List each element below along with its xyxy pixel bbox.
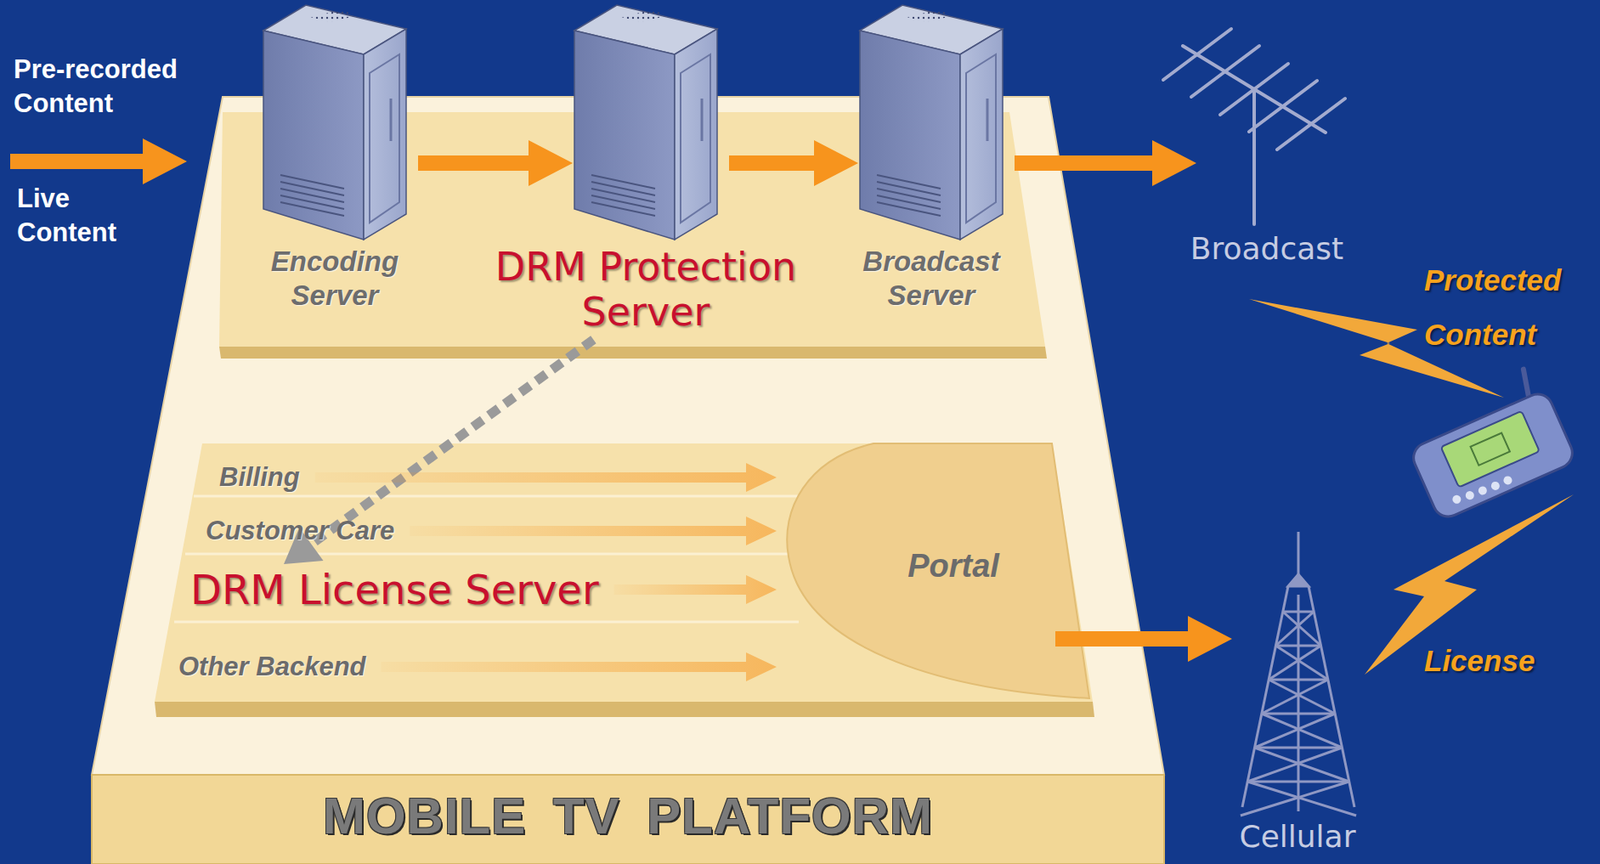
backend-row: Other Backend bbox=[169, 648, 375, 686]
backend-row: Billing bbox=[210, 458, 309, 497]
input-arrow bbox=[10, 138, 187, 185]
server-node: DRM Protection Server bbox=[574, 5, 718, 240]
server-node: Encoding Server bbox=[263, 5, 407, 240]
cellular-site: Cellular bbox=[1233, 530, 1362, 816]
site-label: Broadcast bbox=[1190, 231, 1344, 266]
row-label: Customer Care bbox=[205, 515, 395, 547]
input-label: Live Content bbox=[16, 181, 153, 251]
row-label: DRM License Server bbox=[190, 565, 600, 614]
server-icon bbox=[859, 5, 1003, 240]
flow-arrow bbox=[1014, 140, 1197, 187]
server-label: Encoding Server bbox=[249, 244, 420, 312]
tray-bottom-edge bbox=[154, 701, 1095, 718]
portal-node: Portal bbox=[785, 443, 1052, 702]
flow-arrow bbox=[614, 575, 777, 605]
platform-band: MOBILE TV PLATFORM Encoding Server DRM Pro… bbox=[91, 96, 1165, 864]
portal-label: Portal bbox=[907, 548, 1000, 585]
portal-shape bbox=[786, 443, 1090, 699]
input-label: Pre-recorded Content bbox=[13, 52, 218, 122]
backend-row: DRM License Server bbox=[181, 562, 608, 617]
link-label: Protected Content bbox=[1424, 253, 1595, 362]
server-icon bbox=[574, 5, 718, 240]
broadcast-site: Broadcast bbox=[1198, 18, 1336, 228]
backend-row: Customer Care bbox=[197, 512, 403, 550]
tray-bottom bbox=[154, 443, 1093, 702]
server-label: DRM Protection Server bbox=[458, 244, 833, 335]
flow-arrow bbox=[315, 463, 777, 492]
flow-arrow bbox=[418, 140, 573, 187]
platform-title: MOBILE TV PLATFORM bbox=[91, 786, 1165, 846]
server-icon bbox=[263, 5, 407, 240]
antenna-icon bbox=[1163, 28, 1346, 225]
flow-arrow bbox=[409, 516, 777, 546]
flow-arrow bbox=[729, 140, 859, 187]
link-label: License bbox=[1424, 633, 1595, 689]
flow-arrow bbox=[381, 652, 778, 682]
server-label: Broadcast Server bbox=[846, 244, 1017, 312]
tray-top-edge bbox=[219, 346, 1047, 359]
row-label: Billing bbox=[219, 462, 300, 493]
phone-icon bbox=[1397, 364, 1578, 522]
flow-arrow bbox=[1055, 616, 1233, 662]
platform-front bbox=[91, 774, 1165, 864]
row-label: Other Backend bbox=[178, 651, 367, 683]
site-label: Cellular bbox=[1239, 819, 1357, 854]
tower-icon bbox=[1240, 531, 1357, 816]
server-node: Broadcast Server bbox=[859, 5, 1003, 240]
row-dividers bbox=[174, 496, 799, 622]
